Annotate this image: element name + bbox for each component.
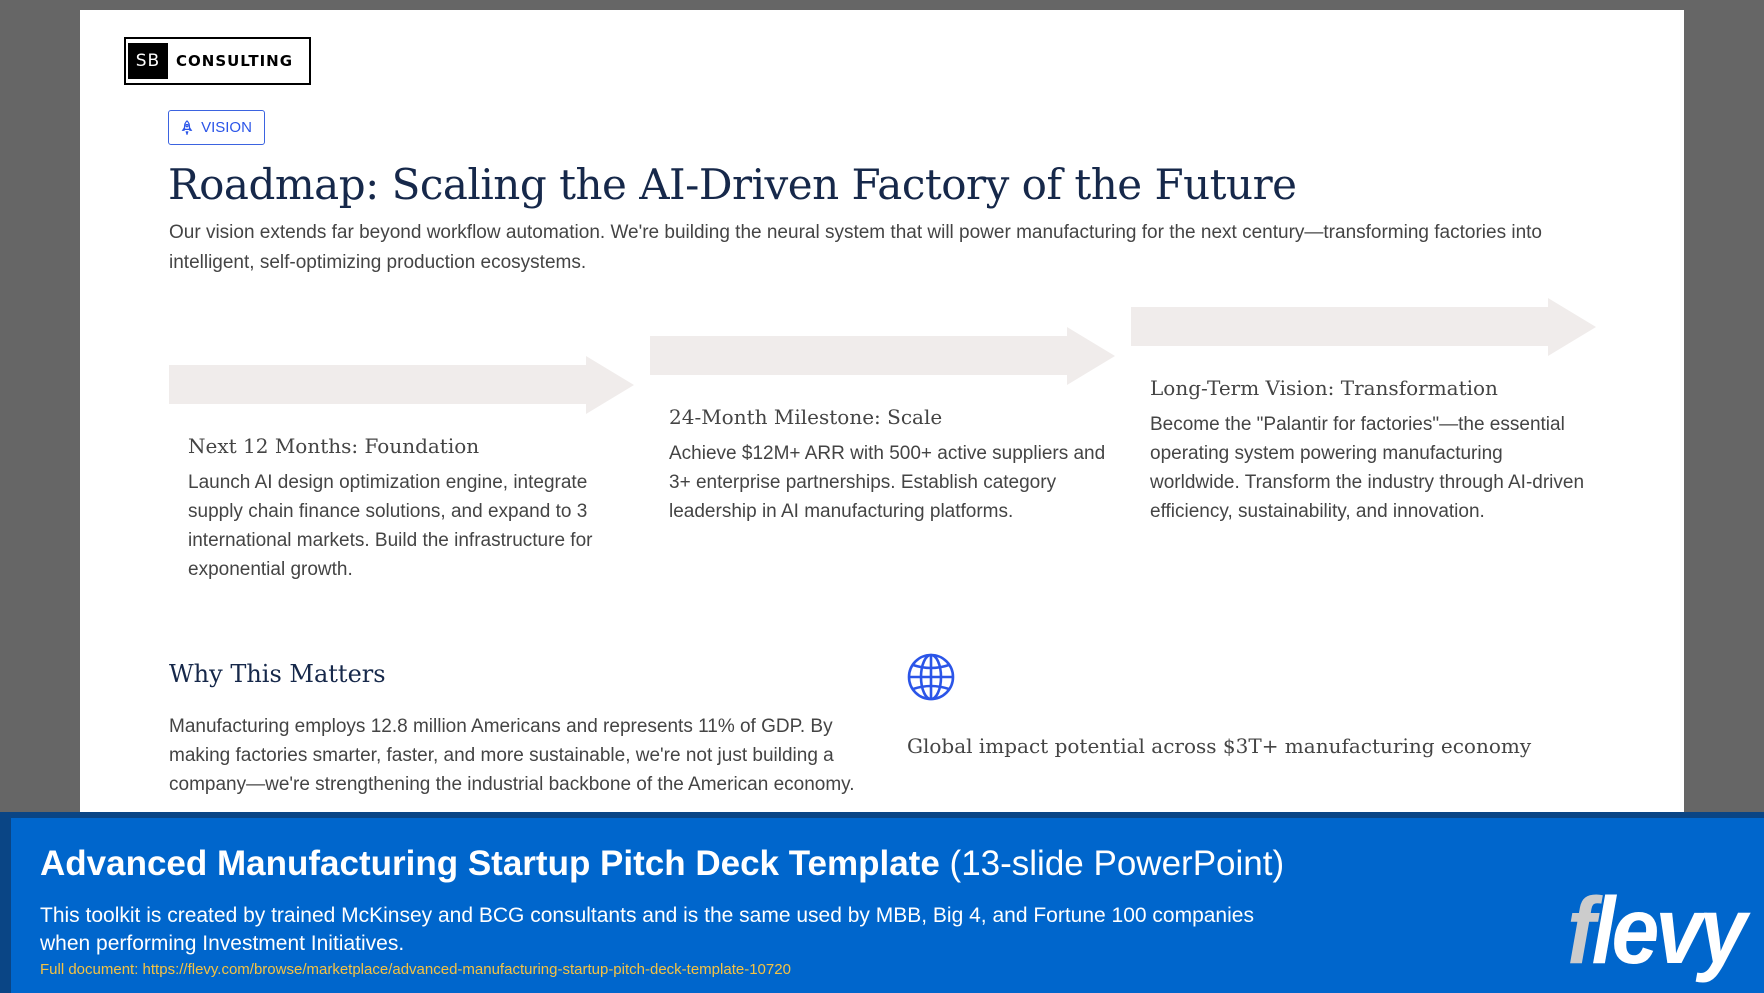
phase-title: Next 12 Months: Foundation xyxy=(188,434,480,458)
banner-description: This toolkit is created by trained McKin… xyxy=(40,904,1254,955)
logo-name: CONSULTING xyxy=(176,52,294,70)
badge-label: VISION xyxy=(201,119,252,136)
roadmap-arrow-2 xyxy=(650,327,1115,385)
banner-panel: Advanced Manufacturing Startup Pitch Dec… xyxy=(11,818,1764,993)
roadmap-arrow-3 xyxy=(1131,298,1596,356)
impact-text: Global impact potential across $3T+ manu… xyxy=(907,734,1532,758)
flevy-logo-f: f xyxy=(1567,878,1596,984)
logo-initials: SB xyxy=(128,43,168,79)
slide: SB CONSULTING VISION Roadmap: Scaling th… xyxy=(80,10,1684,910)
banner-title: Advanced Manufacturing Startup Pitch Dec… xyxy=(40,844,1284,884)
phase-body: Achieve $12M+ ARR with 500+ active suppl… xyxy=(669,443,1106,522)
banner-title-light: (13-slide PowerPoint) xyxy=(939,844,1285,883)
section-badge: VISION xyxy=(168,110,265,145)
banner-title-bold: Advanced Manufacturing Startup Pitch Dec… xyxy=(40,844,940,883)
flevy-logo[interactable]: flevy xyxy=(1567,884,1747,979)
why-title: Why This Matters xyxy=(169,660,386,688)
rocket-icon xyxy=(181,120,193,135)
company-logo: SB CONSULTING xyxy=(124,37,312,85)
phase-title: 24-Month Milestone: Scale xyxy=(669,405,943,429)
document-link[interactable]: Full document: https://flevy.com/browse/… xyxy=(40,961,791,978)
phase-body: Launch AI design optimization engine, in… xyxy=(188,472,593,580)
phase-title: Long-Term Vision: Transformation xyxy=(1150,376,1498,400)
promo-banner: Advanced Manufacturing Startup Pitch Dec… xyxy=(0,812,1764,993)
flevy-logo-rest: levy xyxy=(1591,878,1747,984)
roadmap-phase-3: Long-Term Vision: Transformation Become … xyxy=(1150,376,1590,526)
why-body: Manufacturing employs 12.8 million Ameri… xyxy=(169,716,855,795)
page-title: Roadmap: Scaling the AI-Driven Factory o… xyxy=(168,160,1297,209)
phase-body: Become the "Palantir for factories"—the … xyxy=(1150,414,1585,522)
page-subtitle: Our vision extends far beyond workflow a… xyxy=(169,222,1542,273)
roadmap-phase-2: 24-Month Milestone: Scale Achieve $12M+ … xyxy=(669,405,1109,526)
roadmap-phase-1: Next 12 Months: Foundation Launch AI des… xyxy=(188,434,628,584)
roadmap-arrow-1 xyxy=(169,356,634,414)
globe-icon xyxy=(907,653,955,701)
